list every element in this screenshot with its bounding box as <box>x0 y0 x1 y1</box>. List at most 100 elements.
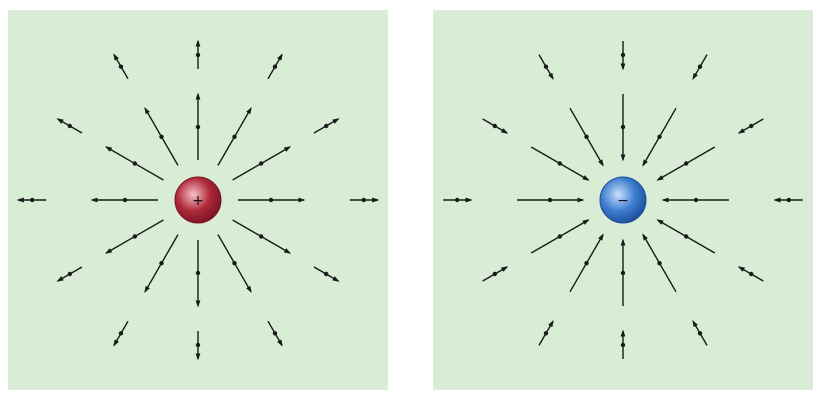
field-arrow-inner <box>530 219 590 254</box>
field-sample-point <box>272 64 278 69</box>
field-sample-point <box>361 197 366 203</box>
field-arrow-inner <box>90 197 158 203</box>
field-arrow-inner <box>569 233 604 293</box>
field-sample-point <box>492 271 497 277</box>
field-sample-point <box>543 64 549 69</box>
field-arrow-outer <box>737 118 764 134</box>
field-sample-point <box>749 123 754 129</box>
field-sample-point <box>584 134 589 139</box>
field-sample-point <box>684 161 689 166</box>
positive-charge-panel: + <box>8 10 388 390</box>
field-arrow-outer <box>56 118 83 134</box>
field-arrow-inner <box>217 106 252 166</box>
field-sample-point <box>657 261 662 266</box>
field-arrow-outer <box>737 266 764 282</box>
field-sample-point <box>324 271 329 277</box>
field-sample-point <box>455 197 460 203</box>
field-arrow-inner <box>217 234 252 294</box>
point-charge <box>174 176 222 224</box>
field-sample-point <box>620 124 626 130</box>
field-arrow-outer <box>113 320 129 347</box>
field-sample-point <box>132 161 137 166</box>
field-arrow-inner <box>642 233 677 293</box>
field-arrow-outer <box>195 39 201 69</box>
field-arrow-inner <box>569 107 604 167</box>
field-sample-point <box>259 161 264 166</box>
field-sample-point <box>584 261 589 266</box>
field-arrow-outer <box>692 319 708 346</box>
field-sample-point <box>557 234 562 239</box>
field-sample-point <box>547 197 553 203</box>
field-arrow-outer <box>482 118 509 134</box>
field-arrow-outer <box>267 53 283 80</box>
field-arrow-outer <box>773 197 803 203</box>
field-sample-point <box>232 261 237 266</box>
field-arrow-inner <box>656 219 716 254</box>
field-sample-point <box>195 52 201 58</box>
field-sample-point <box>557 161 562 166</box>
field-sample-point <box>67 271 72 277</box>
field-arrow-outer <box>538 54 554 81</box>
field-arrow-inner <box>238 197 306 203</box>
field-arrow-inner <box>530 146 590 181</box>
field-arrow-inner <box>620 238 626 306</box>
field-arrow-outer <box>349 197 380 203</box>
field-sample-point <box>30 197 35 203</box>
field-sample-point <box>195 270 201 276</box>
field-sample-point <box>543 331 549 336</box>
field-arrow-outer <box>538 319 554 346</box>
field-arrow-inner <box>642 107 677 167</box>
field-sample-point <box>749 271 754 277</box>
field-sample-point <box>684 234 689 239</box>
field-sample-point <box>620 342 626 348</box>
field-sample-point <box>159 134 164 139</box>
field-arrow-inner <box>232 219 292 254</box>
field-arrow-outer <box>56 266 83 282</box>
field-sample-point <box>132 234 137 239</box>
field-sample-point <box>195 342 201 348</box>
positive-field-diagram: + <box>8 10 388 390</box>
field-sample-point <box>259 234 264 239</box>
charge-sign-label: + <box>192 193 204 209</box>
negative-charge-panel: − <box>433 10 813 390</box>
field-sample-point <box>159 261 164 266</box>
field-arrow-outer <box>313 118 340 134</box>
field-sample-point <box>657 134 662 139</box>
field-sample-point <box>693 197 699 203</box>
field-arrow-inner <box>144 234 179 294</box>
field-arrow-outer <box>482 266 509 282</box>
field-sample-point <box>232 134 237 139</box>
charge-sign-label: − <box>617 193 629 209</box>
field-sample-point <box>118 64 124 69</box>
field-arrow-outer <box>620 329 626 359</box>
point-charge <box>599 176 647 224</box>
field-sample-point <box>697 331 703 336</box>
field-sample-point <box>122 197 128 203</box>
field-arrow-inner <box>104 219 164 254</box>
field-sample-point <box>118 331 124 336</box>
field-arrow-inner <box>104 146 164 181</box>
field-sample-point <box>324 123 329 129</box>
field-arrow-outer <box>267 320 283 347</box>
field-sample-point <box>195 124 201 130</box>
field-sample-point <box>67 123 72 129</box>
field-arrow-inner <box>656 146 716 181</box>
field-sample-point <box>620 270 626 276</box>
field-arrow-inner <box>195 92 201 160</box>
field-arrow-outer <box>692 54 708 81</box>
field-arrow-outer <box>443 197 473 203</box>
field-sample-point <box>492 123 497 129</box>
field-sample-point <box>268 197 274 203</box>
field-sample-point <box>272 331 278 336</box>
field-arrow-inner <box>620 94 626 162</box>
field-sample-point <box>786 197 791 203</box>
field-arrow-inner <box>232 146 292 181</box>
field-sample-point <box>620 52 626 58</box>
negative-field-diagram: − <box>433 10 813 390</box>
field-arrow-outer <box>313 266 340 282</box>
field-arrow-inner <box>517 197 585 203</box>
field-arrow-inner <box>195 240 201 308</box>
field-arrow-outer <box>195 331 201 361</box>
field-arrow-inner <box>661 197 729 203</box>
field-arrow-inner <box>144 106 179 166</box>
